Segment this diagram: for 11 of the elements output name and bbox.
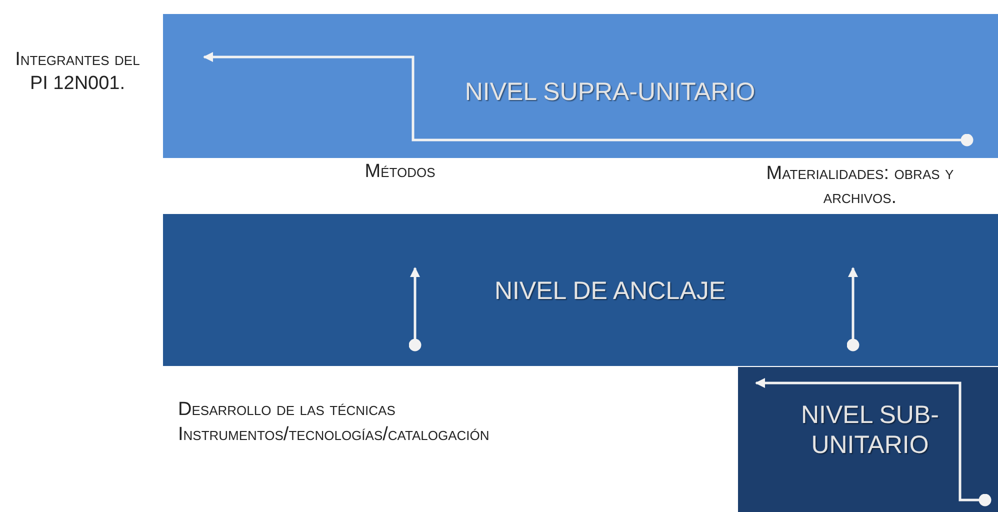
note-text: Instrumentos/tecnologías/catalogación	[178, 423, 490, 447]
level-band	[738, 367, 998, 512]
note-text: Desarrollo de las técnicas	[178, 398, 396, 422]
level-band	[163, 14, 998, 158]
level-title: NIVEL SUPRA-UNITARIO	[464, 77, 756, 107]
level-title: NIVEL DE ANCLAJE	[493, 276, 727, 306]
note-text: Métodos	[364, 160, 436, 184]
level-title: NIVEL SUB-UNITARIO	[800, 400, 940, 460]
level-band	[163, 214, 998, 366]
note-text: Materialidades: obras y archivos.	[765, 162, 955, 210]
note-text: Integrantes del PI 12N001.	[14, 48, 141, 96]
